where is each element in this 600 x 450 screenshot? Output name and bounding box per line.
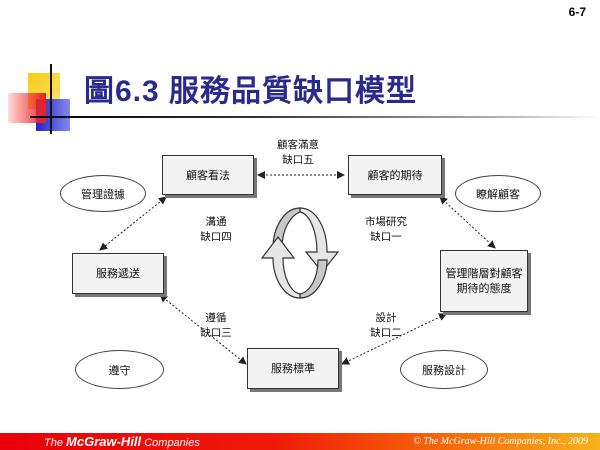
gap2-arrow xyxy=(341,313,447,365)
box-service-standards: 服務標準 xyxy=(247,348,339,389)
gap2-label: 設計 缺口二 xyxy=(370,312,402,339)
ellipse-conformance: 遵守 xyxy=(75,350,164,389)
box-management-perception: 管理階層對顧客期待的態度 xyxy=(440,250,528,312)
cycle-arrows-icon xyxy=(260,207,340,299)
ellipse-understand-customer: 瞭解顧客 xyxy=(455,175,541,212)
ellipse-management-evidence: 管理證據 xyxy=(60,175,146,212)
footer-bar xyxy=(0,433,600,450)
page-number: 6-7 xyxy=(568,5,586,19)
gap1-arrow xyxy=(439,196,496,249)
box-customer-expectation: 顧客的期待 xyxy=(348,155,442,195)
mcgraw-hill-logo: The McGraw-Hill Companies xyxy=(44,434,200,449)
gap4-label: 溝通 缺口四 xyxy=(200,216,232,243)
diagram-connectors xyxy=(99,171,496,365)
gap1-label: 市場研究 缺口一 xyxy=(365,216,407,243)
gap3-label: 遵循 缺口三 xyxy=(200,312,232,339)
ellipse-service-design: 服務設計 xyxy=(400,350,488,389)
title-divider xyxy=(30,116,600,118)
box-customer-perception: 顧客看法 xyxy=(162,155,254,195)
box-service-delivery: 服務遞送 xyxy=(72,253,164,294)
page-title: 圖6.3 服務品質缺口模型 xyxy=(84,75,418,108)
gap5-label: 顧客滿意 缺口五 xyxy=(277,139,319,166)
copyright: © The McGraw-Hill Companies, Inc., 2009 xyxy=(413,436,588,447)
